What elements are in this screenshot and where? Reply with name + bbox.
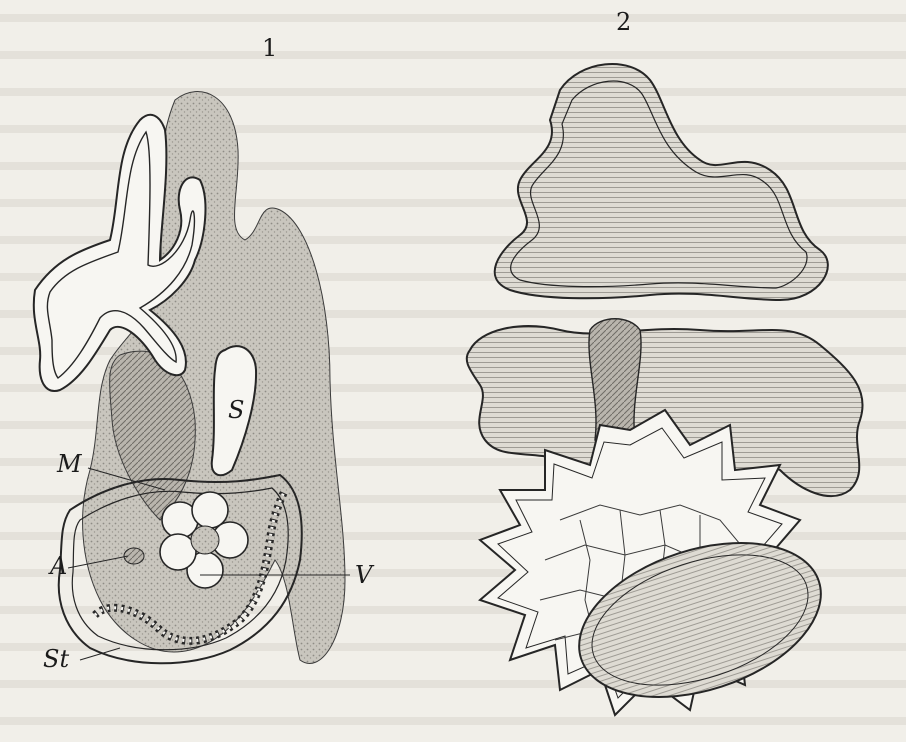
fig1-label-s: S bbox=[228, 396, 244, 424]
fig1-label-m: M bbox=[56, 450, 83, 478]
fig2-number: 2 bbox=[616, 8, 631, 36]
fig1-label-v: V bbox=[355, 561, 375, 589]
fig1-number: 1 bbox=[262, 34, 277, 62]
fig1-label-a: A bbox=[48, 552, 67, 580]
fig1-label-st: St bbox=[43, 645, 69, 673]
